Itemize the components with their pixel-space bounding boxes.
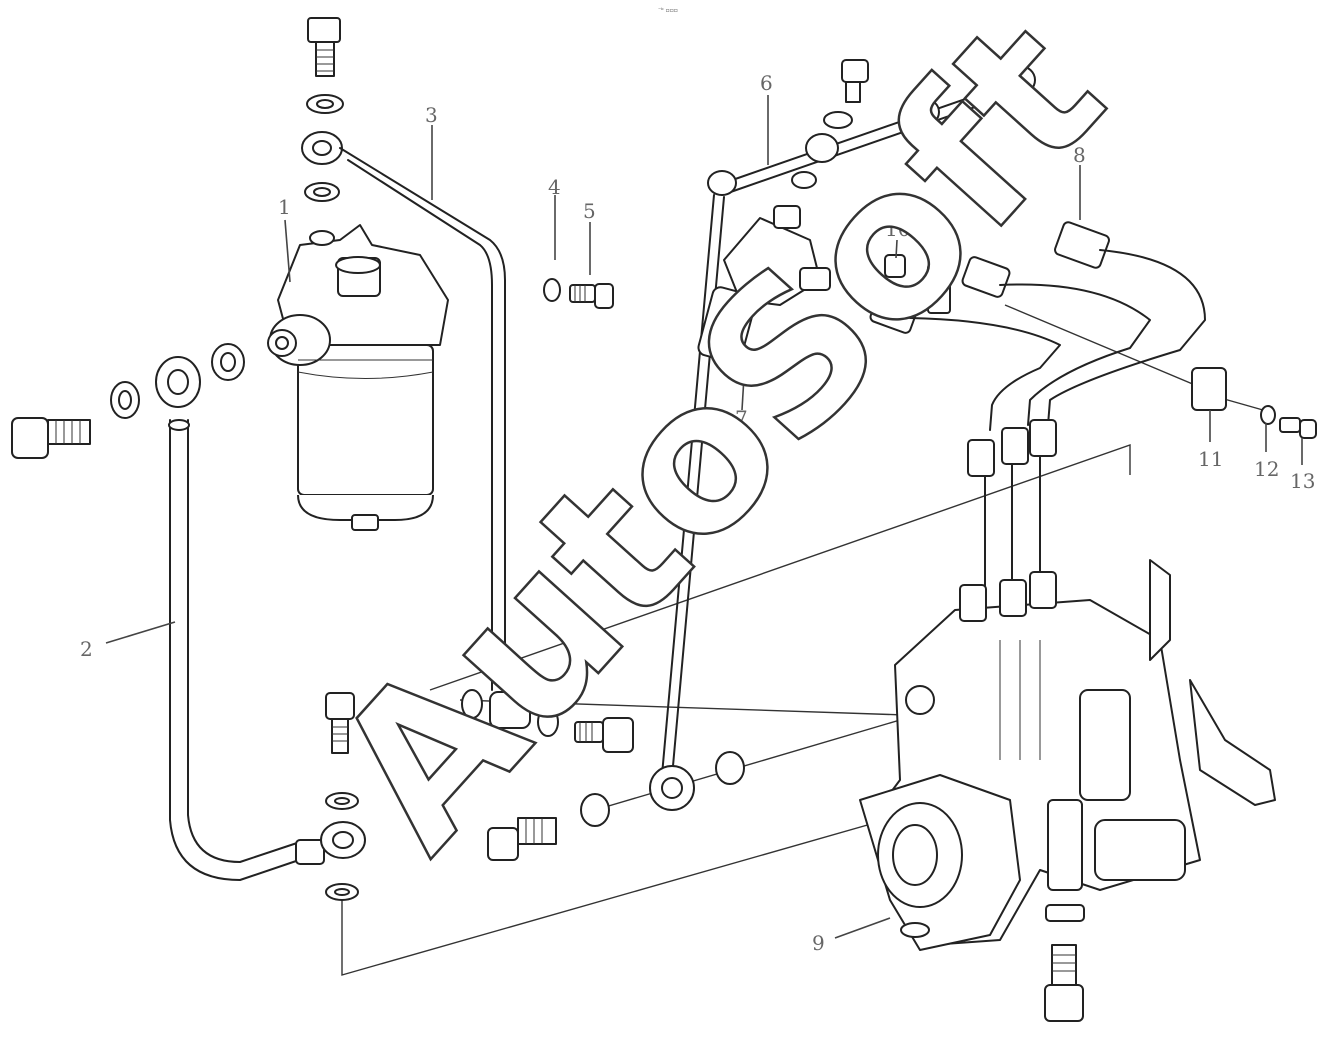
- fuel-hose-2: [11, 343, 325, 881]
- callout-10: 10: [885, 217, 910, 241]
- callout-11-lower: 11: [1198, 447, 1223, 471]
- callout-9: 9: [812, 931, 825, 955]
- callout-3: 3: [425, 103, 438, 127]
- high-pressure-lines-8: [869, 221, 1317, 591]
- banjo-bolt-lower: [320, 692, 366, 901]
- injection-pump-9: [859, 559, 1276, 1022]
- header-mark: ⁻ᵇ ▫▫▫: [658, 7, 678, 14]
- callout-1: 1: [278, 195, 291, 219]
- injector-7: [697, 205, 831, 364]
- callout-7: 7: [735, 406, 748, 430]
- callout-8: 8: [1073, 143, 1086, 167]
- callouts: 1 2 3 4 5 6 7 8 9 10 11 11 12 13: [80, 71, 1315, 955]
- callout-11-upper: 11: [928, 217, 953, 241]
- fuel-filter: [267, 224, 449, 531]
- banjo-bolt-top: [301, 17, 344, 202]
- callout-5: 5: [583, 199, 596, 223]
- callout-4: 4: [548, 175, 561, 199]
- callout-6: 6: [760, 71, 773, 95]
- leader-lines: [105, 95, 1303, 939]
- callout-12: 12: [1254, 457, 1279, 481]
- callout-13: 13: [1290, 469, 1315, 493]
- washer-and-bolt-4-5: [543, 278, 614, 309]
- fuel-pipe-3: [339, 147, 634, 753]
- callout-2: 2: [80, 637, 93, 661]
